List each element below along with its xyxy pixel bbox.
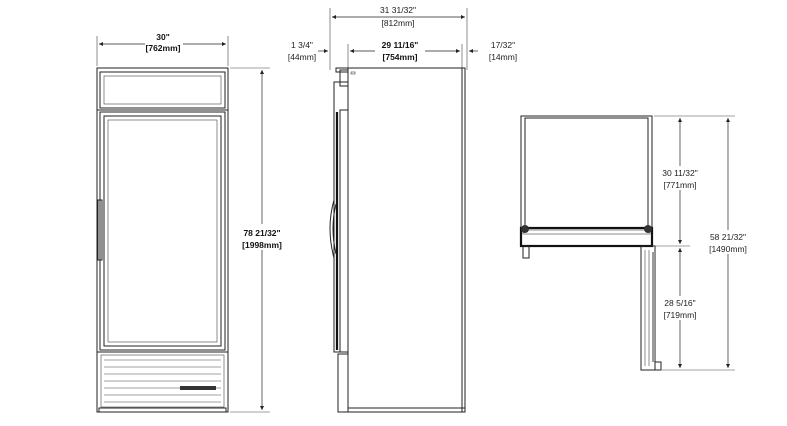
side-rear-depth-mm: [14mm] (489, 52, 517, 62)
side-overall-depth-in: 31 31/32" (380, 5, 416, 15)
top-view: 30 11/32" [771mm] 28 5/16" [719mm] 58 21… (519, 115, 752, 371)
front-width-in: 30" (156, 32, 170, 42)
front-view: 30" [762mm] 78 21/32" [1998mm] (96, 32, 288, 413)
side-overall-depth-mm: [812mm] (381, 18, 414, 28)
side-door-depth-mm: [44mm] (288, 52, 316, 62)
top-lower-depth-mm: [719mm] (663, 310, 696, 320)
side-rear-depth-in: 17/32" (491, 40, 515, 50)
top-upper-depth-in: 30 11/32" (662, 168, 697, 178)
top-total-depth-mm: [1490mm] (709, 244, 747, 254)
side-view: 31 31/32" [812mm] 29 11/16" [754mm] 1 3/… (288, 5, 517, 413)
front-height-mm: [1998mm] (242, 240, 282, 250)
side-cabinet-depth-mm: [754mm] (383, 52, 418, 62)
top-upper-depth-mm: [771mm] (663, 180, 696, 190)
front-width-mm: [762mm] (146, 43, 181, 53)
top-total-depth-in: 58 21/32" (710, 232, 746, 242)
side-cabinet-depth-in: 29 11/16" (382, 40, 419, 50)
top-lower-depth-in: 28 5/16" (664, 298, 695, 308)
front-height-in: 78 21/32" (243, 228, 280, 238)
side-door-depth-in: 1 3/4" (291, 40, 313, 50)
